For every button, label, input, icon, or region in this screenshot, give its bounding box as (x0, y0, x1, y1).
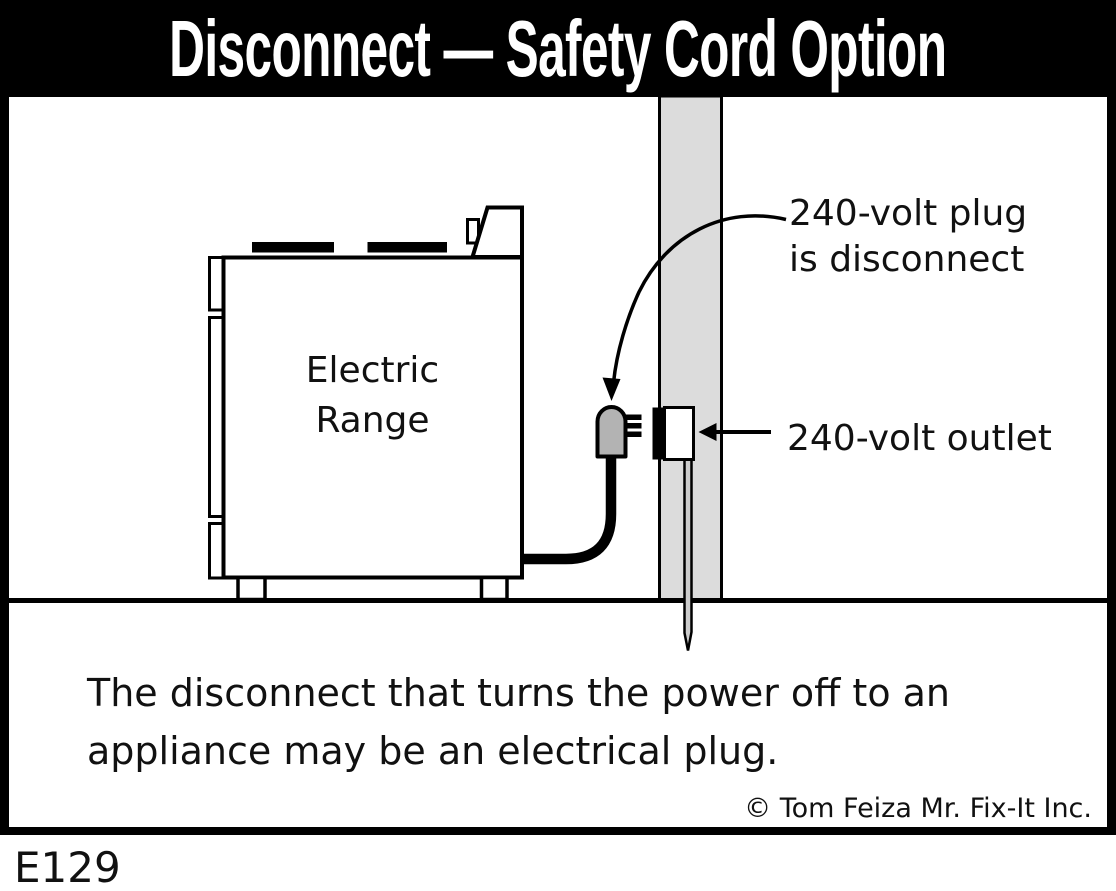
frame-border (0, 97, 1116, 835)
range-foot-left (236, 575, 267, 602)
plug-annotation-line1: 240-volt plug (789, 193, 1028, 234)
caption-line1: The disconnect that turns the power off … (87, 671, 951, 715)
caption-line2: appliance may be an electrical plug. (87, 729, 779, 773)
copyright-attribution: © Tom Feiza Mr. Fix-It Inc. (744, 793, 1092, 824)
caption-text: The disconnect that turns the power off … (87, 664, 950, 780)
outlet-annotation: 240-volt outlet (787, 418, 1052, 459)
plug-annotation: 240-volt plug is disconnect (789, 191, 1027, 283)
range-side-trim (208, 256, 225, 580)
range-body (221, 255, 524, 580)
plug-annotation-line2: is disconnect (789, 239, 1025, 280)
plug-prongs (625, 414, 642, 437)
burner-left (252, 242, 334, 253)
page-title: Disconnect — Safety Cord Option (169, 4, 947, 93)
range-label-line1: Electric (305, 350, 440, 391)
range-backsplash (469, 205, 524, 259)
power-cord (521, 455, 617, 565)
range-foot-right (479, 575, 509, 602)
range-label: Electric Range (223, 346, 522, 446)
figure-id: E129 (14, 843, 121, 891)
outlet-arrowhead-icon (698, 423, 717, 441)
burner-right (367, 242, 447, 253)
outlet-cable (683, 457, 693, 651)
outlet-box (663, 406, 695, 461)
plug-arrowhead-icon (602, 377, 621, 401)
title-bar: Disconnect — Safety Cord Option (0, 0, 1116, 97)
plug-body (595, 405, 628, 459)
range-label-line2: Range (315, 400, 430, 441)
curved-arrow-to-plug (611, 214, 787, 384)
outlet-mount (652, 407, 665, 460)
